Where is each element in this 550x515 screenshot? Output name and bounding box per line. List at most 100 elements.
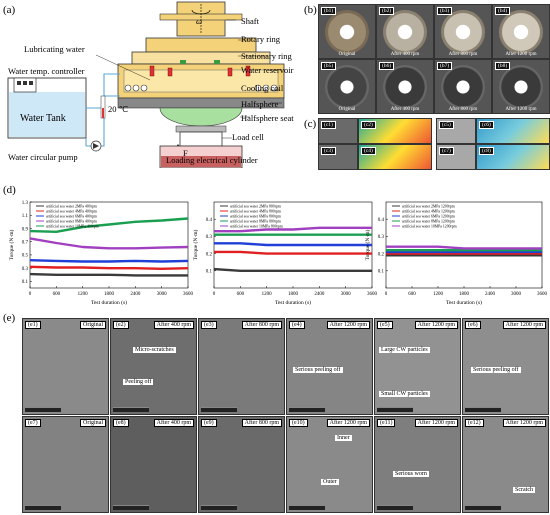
photo-grid-b: (b1) Original (b2) After 400 rpm (b3) Af… (318, 4, 550, 114)
tile-c8: (c8) (476, 144, 550, 170)
label-halfsphere-seat: Halfsphere seat (241, 113, 294, 123)
sem-tag: (e3) (201, 321, 217, 329)
x-tick-label: 0 (29, 292, 32, 297)
sem-caption: Original (80, 321, 106, 329)
annotation-small-cw: Small CW particles (379, 391, 430, 397)
label-temperature: 20 ℃ (108, 104, 129, 114)
photo-tag: (b2) (379, 7, 395, 15)
sem-caption: After 1200 rpm (414, 419, 458, 427)
legend-entry: artificial sea water 6MPa 1200rpm (402, 215, 455, 219)
y-tick-label: 0.3 (378, 235, 385, 240)
y-axis-label: Torque (N·m) (8, 230, 15, 261)
x-tick-label: 3600 (183, 292, 194, 297)
sem-tag: (e2) (113, 321, 129, 329)
sem-caption: After 1200 rpm (502, 419, 546, 427)
legend-entry: artificial sea water 8MPa 800rpm (230, 220, 281, 224)
panel-label-e: (e) (3, 312, 16, 324)
photo-caption: After 1200 rpm (505, 52, 537, 57)
sem-caption: Original (80, 419, 106, 427)
legend-entry: artificial sea water 2MPa 400rpm (46, 205, 97, 209)
schematic-diagram (7, 1, 285, 168)
label-force: F (183, 148, 188, 158)
sem-e12: (e12) After 1200 rpm Scratch (462, 416, 549, 513)
y-tick-label: 0.9 (22, 227, 29, 232)
tile-c1: (c1) (318, 118, 358, 144)
sem-tag: (e9) (201, 419, 217, 427)
sem-tag: (e1) (25, 321, 41, 329)
label-water-temp-controller: Water temp. controller (8, 66, 85, 76)
legend-entry: artificial sea water 4MPa 400rpm (46, 210, 97, 214)
series-line (213, 267, 372, 273)
x-tick-label: 0 (213, 292, 216, 297)
sem-caption: After 1200 rpm (502, 321, 546, 329)
photo-tag: (b7) (437, 62, 453, 70)
y-tick-label: 0.4 (378, 218, 385, 223)
series-line (29, 259, 189, 263)
panel-label-c: (c) (304, 118, 317, 130)
sem-tag: (e7) (25, 419, 41, 427)
x-tick-label: 2400 (314, 292, 325, 297)
y-tick-label: 0.1 (378, 270, 385, 275)
legend-entry: artificial sea water 2MPa 800rpm (230, 205, 281, 209)
halfsphere (159, 107, 243, 127)
legend-entry: artificial sea water 8MPa 400rpm (46, 220, 97, 224)
y-tick-label: 1.3 (22, 201, 29, 206)
load-cell (179, 131, 223, 147)
x-tick-label: 3600 (367, 292, 378, 297)
sem-caption: After 400 rpm (153, 321, 194, 329)
label-loading-cylinder: Loading electrical cylinder (166, 155, 258, 165)
sem-e5: (e5) After 1200 rpm Large CW particles S… (374, 318, 461, 415)
annotation-scratch: Scratch (513, 487, 535, 493)
panel-label-b: (b) (304, 4, 317, 16)
series-line (29, 217, 189, 233)
series-line (214, 226, 372, 233)
sem-caption: After 1200 rpm (414, 321, 458, 329)
tile-c6: (c6) (476, 118, 550, 144)
tile-tag: (c8) (479, 147, 494, 155)
label-lubricating-water: Lubricating water (24, 44, 85, 54)
x-tick-label: 3000 (511, 292, 522, 297)
photo-caption: After 1200 rpm (505, 107, 537, 112)
photo-b2: (b2) After 400 rpm (376, 4, 434, 59)
sem-tag: (e6) (465, 321, 481, 329)
photo-b8: (b8) After 1200 rpm (492, 59, 550, 114)
x-axis-label: Test duration (s) (91, 299, 127, 306)
sem-tag: (e4) (289, 321, 305, 329)
x-tick-label: 1200 (78, 292, 89, 297)
annotation-serious-worn: Serious worn (393, 471, 429, 477)
series-line (386, 245, 542, 250)
annotation-serious-peeling-off: Serious peeling off (471, 367, 521, 373)
sem-e1: (e1) Original (22, 318, 109, 415)
x-tick-label: 3600 (537, 292, 548, 297)
x-tick-label: 600 (237, 292, 245, 297)
x-tick-label: 3000 (157, 292, 168, 297)
sem-e7: (e7) Original (22, 416, 109, 513)
photo-tag: (b1) (321, 7, 337, 15)
label-omega: ω (196, 16, 203, 26)
tile-c3: (c3) (318, 144, 358, 170)
y-tick-label: 0.3 (22, 267, 29, 272)
x-tick-label: 600 (53, 292, 61, 297)
photo-caption: Original (338, 52, 356, 57)
photo-tag: (b5) (321, 62, 337, 70)
cooling-coil (124, 84, 278, 92)
x-axis-label: Test duration (s) (275, 299, 311, 306)
annotation-outer: Outer (321, 479, 339, 485)
tile-tag: (c6) (479, 121, 494, 129)
photo-caption: After 400 rpm (390, 107, 420, 112)
legend-entry: artificial sea water 10MPa 800rpm (230, 225, 283, 229)
sem-tag: (e10) (289, 419, 308, 427)
label-load-cell: Load cell (232, 132, 264, 142)
y-tick-label: 0.3 (206, 235, 213, 240)
legend-entry: artificial sea water 2MPa 1200rpm (402, 205, 455, 209)
sem-caption: After 400 rpm (153, 419, 194, 427)
x-tick-label: 1800 (459, 292, 470, 297)
photo-tag: (b4) (495, 7, 511, 15)
y-tick-label: 0.2 (206, 252, 213, 257)
panel-label-a: (a) (3, 4, 16, 16)
label-pump: Water circular pump (8, 152, 78, 162)
sem-tag: (e5) (377, 321, 393, 329)
label-cooling-coil: Cooling coil (241, 83, 284, 93)
